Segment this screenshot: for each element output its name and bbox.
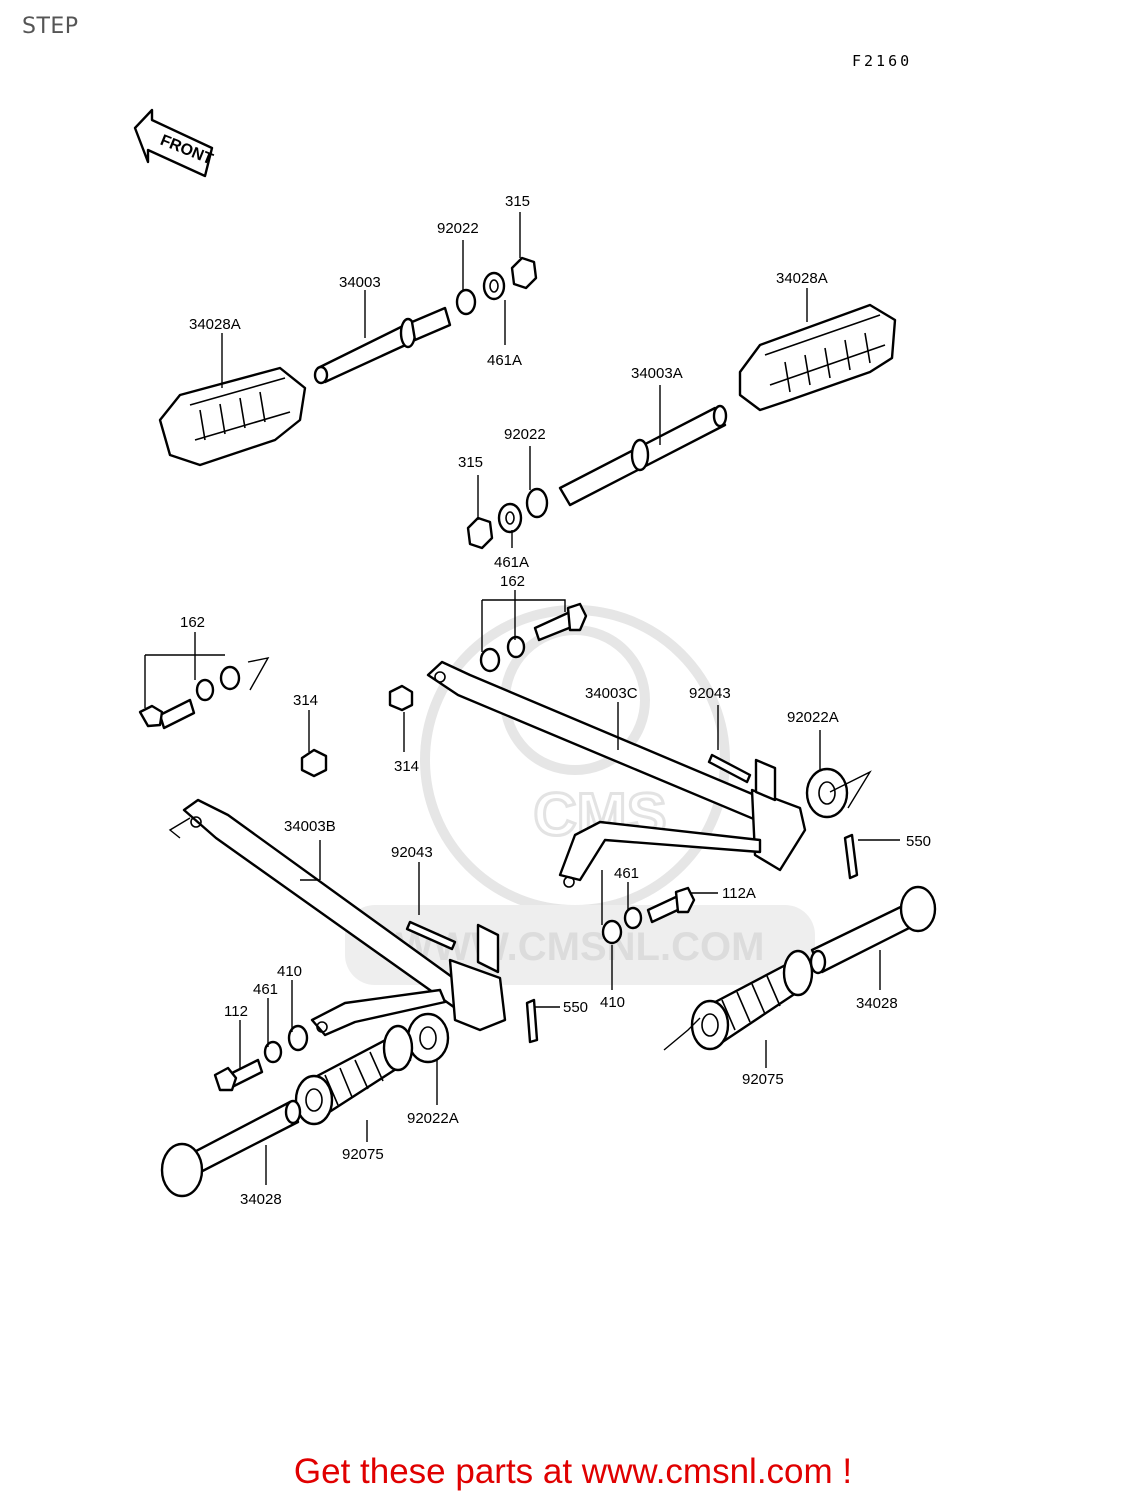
part-label: 461A — [494, 554, 529, 571]
part-label: 92022 — [504, 426, 546, 443]
part-label: 34028A — [189, 316, 241, 333]
part-label: 461 — [614, 865, 639, 882]
nut-314-left — [300, 748, 328, 778]
bolt-162-left — [138, 665, 241, 730]
part-label: 410 — [277, 963, 302, 980]
bolt-112A — [601, 886, 696, 945]
part-label: 314 — [293, 692, 318, 709]
bar-34003C — [426, 660, 807, 888]
assembly-mark — [247, 657, 270, 691]
part-label: 410 — [600, 994, 625, 1011]
part-label: 92075 — [742, 1071, 784, 1088]
part-label: 34028 — [240, 1191, 282, 1208]
part-label: 550 — [906, 833, 931, 850]
pin-92043-right — [707, 753, 752, 784]
footer-link[interactable]: Get these parts at www.cmsnl.com ! — [293, 1452, 853, 1491]
part-label: 550 — [563, 999, 588, 1016]
nut-314-mid — [388, 684, 414, 712]
part-label: 92043 — [391, 844, 433, 861]
shaft-34003 — [313, 306, 452, 385]
assembly-mark — [663, 1017, 701, 1051]
leader-lines — [144, 212, 900, 1185]
part-label: 34028A — [776, 270, 828, 287]
bolt-162-center — [479, 602, 588, 673]
part-label: 162 — [500, 573, 525, 590]
part-label: 92022 — [437, 220, 479, 237]
cotter-pin-550-left — [525, 998, 539, 1044]
washer-92022A-right — [805, 767, 849, 819]
footpeg-rubber-upper-right — [738, 303, 897, 412]
part-label: 314 — [394, 758, 419, 775]
part-label: 461A — [487, 352, 522, 369]
part-label: 92043 — [689, 685, 731, 702]
part-label: 315 — [458, 454, 483, 471]
front-arrow-icon: FRONT — [133, 108, 215, 178]
part-label: 315 — [505, 193, 530, 210]
cotter-pin-550-right — [843, 833, 859, 880]
part-label: 92075 — [342, 1146, 384, 1163]
assembly-mark — [829, 770, 872, 809]
part-label: 162 — [180, 614, 205, 631]
exploded-parts-diagram: WWW.CMSNL.COM CMS FRONT — [133, 108, 937, 1208]
footpeg-rubber-upper-left — [158, 366, 307, 467]
assembly-mark — [168, 817, 191, 839]
figure-code: F2160 — [852, 52, 913, 70]
bolt-112 — [213, 1024, 309, 1092]
washer-92022A-left — [406, 1012, 450, 1064]
part-label: 112A — [722, 885, 756, 902]
part-label: 112 — [224, 1003, 248, 1020]
hardware-top — [455, 256, 538, 316]
part-label: 92022A — [787, 709, 839, 726]
part-label: 34003C — [585, 685, 638, 702]
bar-34003B — [182, 798, 507, 1037]
hardware-mid — [466, 487, 549, 550]
part-label: 92022A — [407, 1110, 459, 1127]
part-label: 461 — [253, 981, 278, 998]
part-label: 34003A — [631, 365, 683, 382]
page-title: STEP — [22, 14, 79, 39]
part-label: 34003 — [339, 274, 381, 291]
pin-34028-left — [160, 1099, 302, 1198]
part-labels: 315 92022 34003 461A 34028A 34028A 34003… — [180, 193, 931, 1208]
pin-34028-right — [809, 885, 937, 975]
part-label: 34003B — [284, 818, 336, 835]
shaft-34003A — [558, 404, 728, 507]
footpeg-rubber-92075-left — [294, 1024, 414, 1126]
footpeg-rubber-92075-right — [690, 949, 814, 1051]
pin-92043-left — [405, 920, 457, 951]
part-label: 34028 — [856, 995, 898, 1012]
